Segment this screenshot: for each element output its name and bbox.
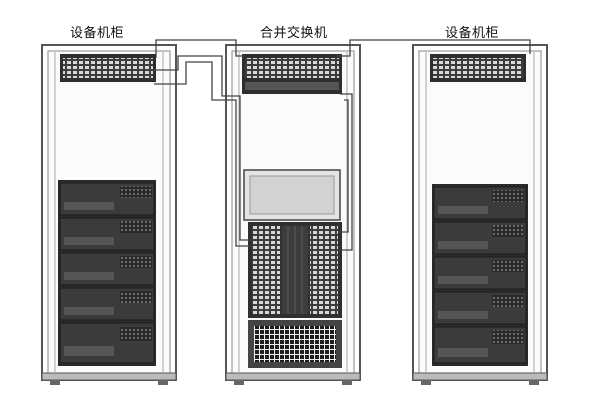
left-rack-label: 设备机柜 (70, 26, 125, 41)
server-unit (433, 221, 527, 255)
right-patch-panel (430, 54, 526, 82)
server-unit (433, 186, 527, 220)
cable-switch-to-right-b (338, 99, 349, 233)
cable-left-to-switch-a (149, 55, 252, 241)
core-switch-chassis (243, 169, 342, 368)
left-patch-panel (60, 54, 156, 82)
center-rack (225, 44, 361, 385)
left-rack (41, 44, 177, 385)
server-unit (59, 252, 155, 286)
left-server-stack (58, 180, 156, 366)
cables (149, 39, 531, 251)
cable-switch-to-right-a (338, 93, 353, 251)
center-patch-panel (242, 54, 342, 94)
right-rack (412, 44, 548, 385)
right-rack-label: 设备机柜 (445, 26, 500, 41)
server-unit (59, 182, 155, 216)
server-unit (59, 322, 155, 364)
right-server-stack (432, 184, 528, 366)
server-unit (433, 291, 527, 325)
center-rack-label: 合并交换机 (260, 26, 328, 41)
cable-switch-to-right-top (336, 39, 531, 57)
server-unit (433, 326, 527, 364)
cable-left-to-switch-top (155, 39, 244, 58)
cable-left-to-switch-b (154, 61, 252, 247)
server-unit (59, 287, 155, 321)
server-unit (433, 256, 527, 290)
server-unit (59, 217, 155, 251)
